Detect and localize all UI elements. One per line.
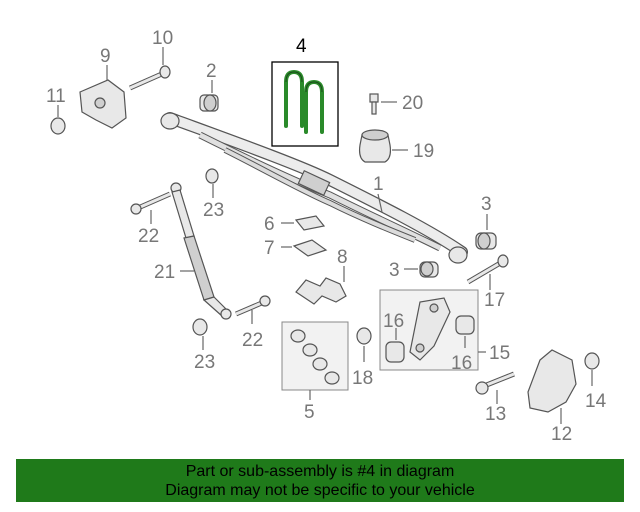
- callout-13: 13: [485, 404, 506, 425]
- part-22-bolt-lower: [235, 295, 271, 324]
- part-6-pad: [281, 215, 326, 231]
- part-12-shield: [527, 349, 577, 424]
- callout-7: 7: [264, 238, 275, 259]
- callout-16-right: 16: [451, 353, 472, 374]
- part-18-nut: [356, 327, 372, 362]
- part-11-nut: [50, 105, 66, 135]
- callout-21: 21: [154, 262, 175, 283]
- callout-16-left: 16: [383, 311, 404, 332]
- part-1-leaf-spring: [160, 112, 468, 264]
- part-20-bolt: [369, 93, 397, 115]
- callout-3-upper: 3: [481, 194, 492, 215]
- callout-3-lower: 3: [389, 260, 400, 281]
- callout-17: 17: [484, 290, 505, 311]
- part-8-clamp: [295, 266, 347, 305]
- callout-15: 15: [489, 343, 510, 364]
- callout-23-lower: 23: [194, 352, 215, 373]
- part-21-shock-absorber: [170, 182, 232, 320]
- callout-14: 14: [585, 391, 607, 412]
- callout-23-upper: 23: [203, 200, 224, 221]
- callout-22-lower: 22: [242, 330, 263, 351]
- part-7-plate: [281, 239, 328, 257]
- callout-4: 4: [296, 36, 307, 57]
- part-13-bolt: [475, 371, 515, 404]
- banner-line-2: Diagram may not be specific to your vehi…: [165, 482, 475, 499]
- part-3-bushing-lower: [404, 261, 439, 278]
- info-banner: Part or sub-assembly is #4 in diagram Di…: [16, 459, 624, 502]
- callout-9: 9: [100, 46, 111, 67]
- part-4-u-bolts[interactable]: [271, 61, 339, 147]
- part-14-nut: [584, 352, 600, 386]
- callout-12: 12: [551, 424, 572, 445]
- callout-19: 19: [413, 141, 434, 162]
- part-9-bracket: [79, 65, 127, 129]
- part-19-bump-stop: [358, 129, 408, 163]
- part-3-bushing-upper: [475, 214, 497, 250]
- parts-diagram: 4 1 2 9 10 11: [46, 28, 607, 445]
- callout-11: 11: [46, 86, 66, 107]
- callout-6: 6: [264, 214, 275, 235]
- callout-18: 18: [352, 368, 373, 389]
- callout-10: 10: [152, 28, 173, 49]
- callout-2: 2: [206, 61, 217, 82]
- banner-line-1: Part or sub-assembly is #4 in diagram: [185, 463, 455, 480]
- part-10-bolt: [128, 47, 171, 91]
- part-23-nut-lower: [192, 318, 208, 350]
- callout-22-upper: 22: [138, 226, 159, 247]
- part-23-nut-upper: [205, 168, 219, 198]
- callout-5: 5: [304, 402, 315, 423]
- part-2-bushing: [199, 80, 219, 112]
- callout-20: 20: [402, 93, 423, 114]
- callout-8: 8: [337, 247, 348, 268]
- part-22-bolt-upper: [130, 191, 172, 224]
- part-17-bolt: [466, 254, 509, 290]
- part-15-shackle-kit: [379, 289, 486, 371]
- callout-1: 1: [373, 174, 384, 195]
- part-5-bushing-kit: [281, 321, 349, 400]
